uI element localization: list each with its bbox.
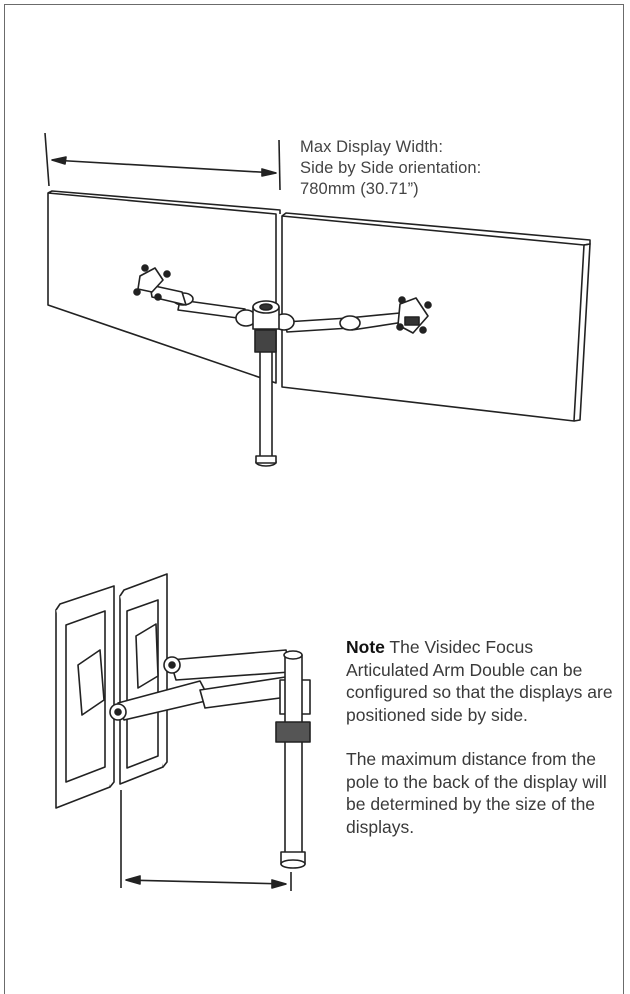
note-block: Note The Visidec Focus Articulated Arm D… [346,636,616,838]
distance-arrowhead-right [271,879,287,889]
note-paragraph-1: Note The Visidec Focus Articulated Arm D… [346,636,616,726]
extension-line-right [278,139,281,191]
note-paragraph-2: The maximum distance from the pole to th… [346,749,607,837]
arrowhead-left [51,156,67,165]
extension-line-left [44,132,50,187]
max-width-label-line2: Side by Side orientation: [300,159,482,177]
dimension-arrow [51,159,277,174]
dual-arm [149,284,405,333]
arrowhead-right [261,168,277,177]
distance-arrowhead-left [125,875,141,885]
vesa-plate-right [396,296,432,334]
side-pole [275,650,311,869]
max-width-label: Max Display Width: Side by Side orientat… [300,137,600,200]
max-width-label-line1: Max Display Width: [300,138,444,156]
note-text: The Visidec Focus Articulated Arm Double… [346,637,613,725]
note-heading: Note [346,637,385,657]
pole [254,329,277,467]
side-displays [55,573,168,809]
distance-arrow [125,879,287,885]
max-width-label-line3: 780mm (30.71”) [300,180,419,198]
vesa-plate-left [133,264,171,301]
page-frame [4,4,624,994]
